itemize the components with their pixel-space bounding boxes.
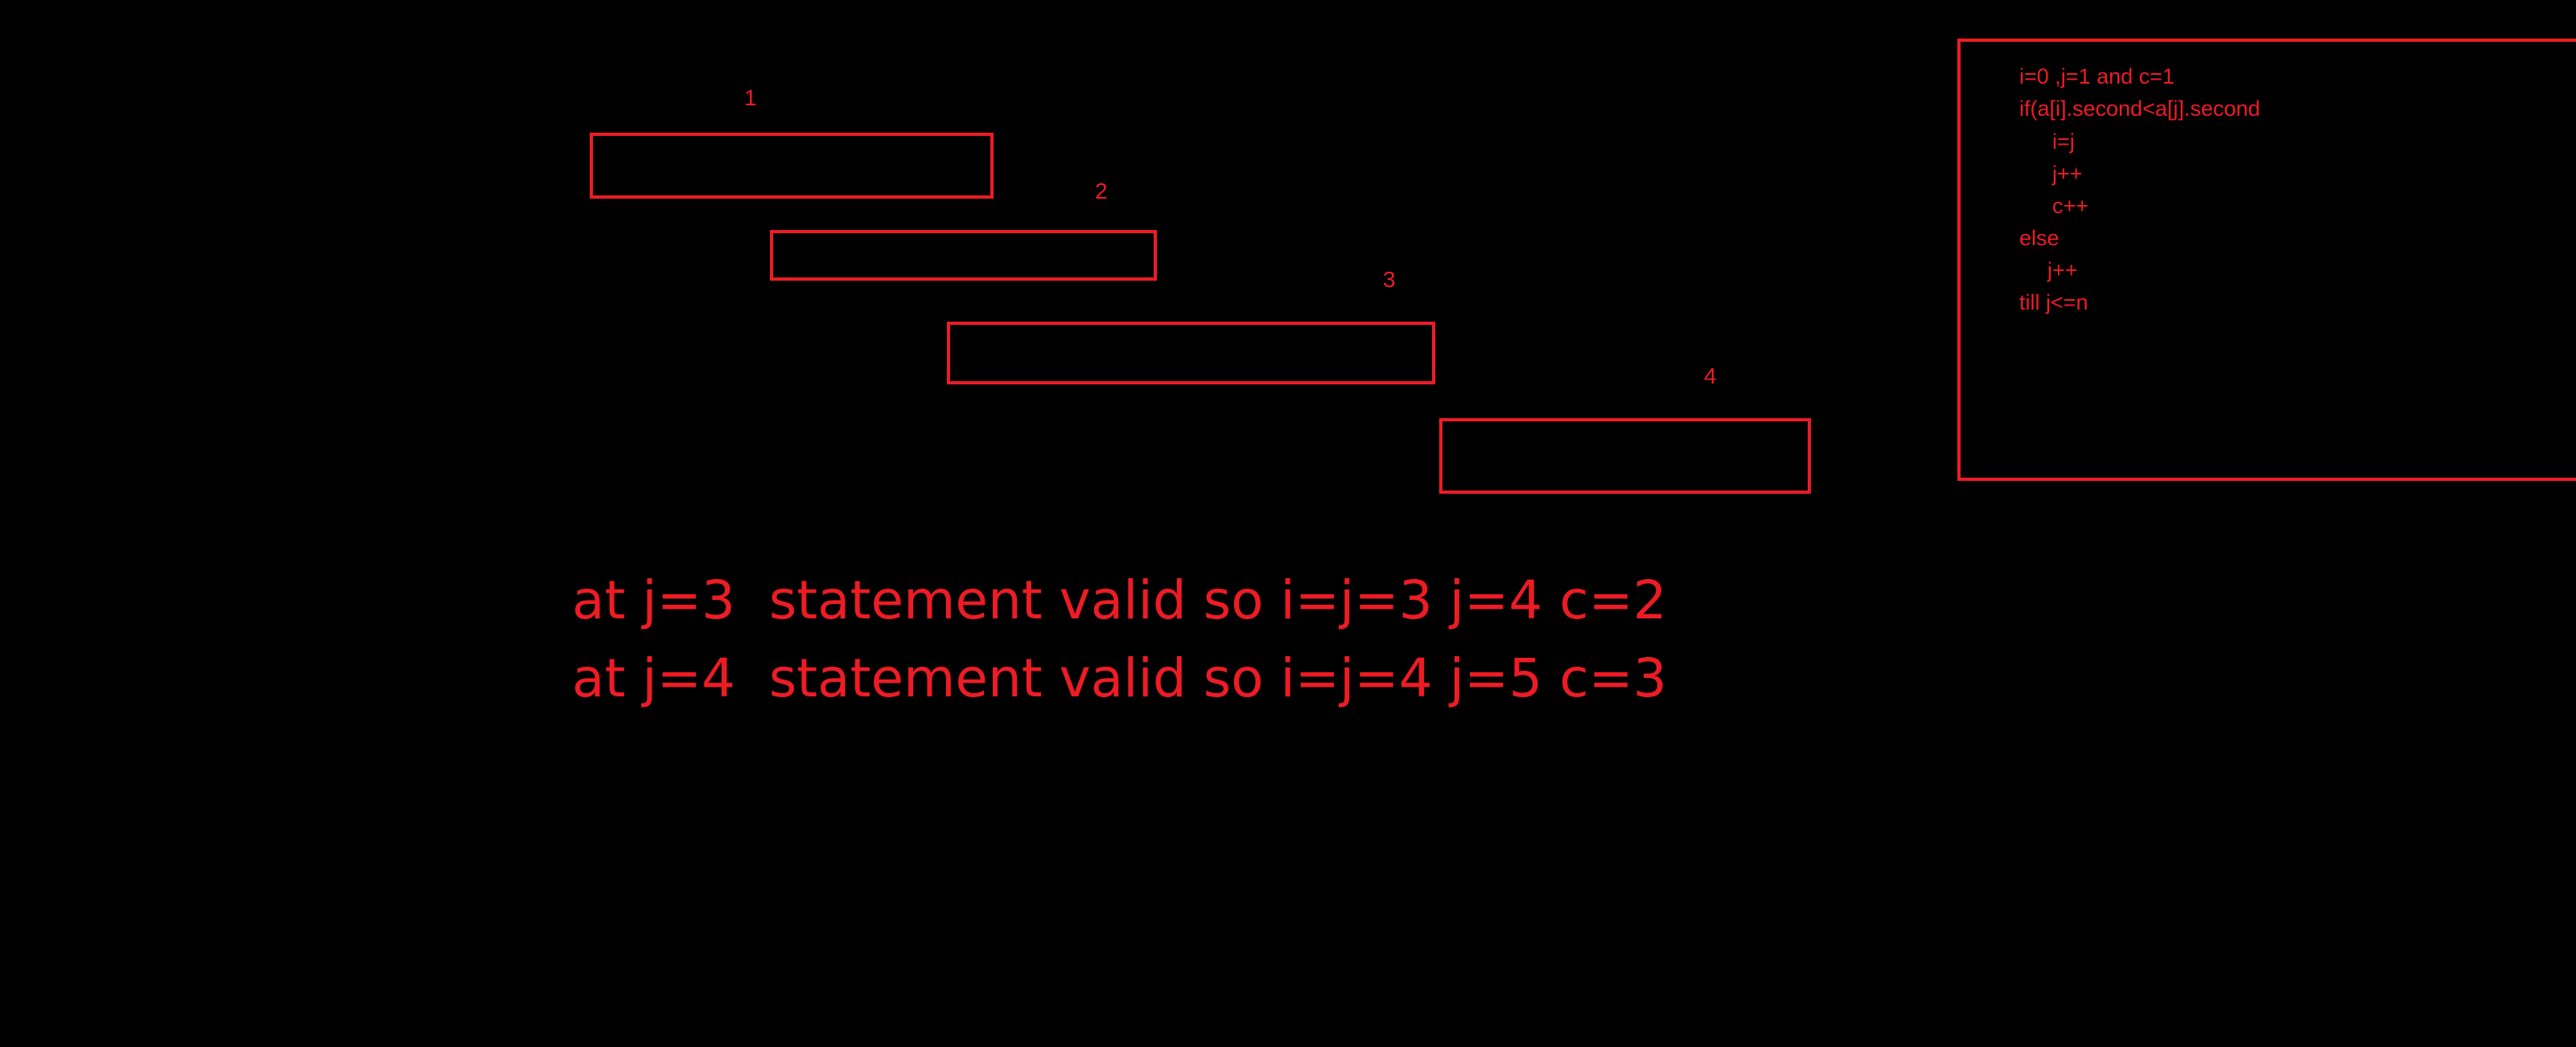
code-line: else [2019, 226, 2060, 250]
code-panel [1957, 39, 2576, 481]
code-line: i=0 ,j=1 and c=1 [2019, 64, 2175, 88]
explanation-line-2: at j=4 statement valid so i=j=4 j=5 c=3 [572, 647, 1667, 709]
code-line: i=j [2052, 129, 2075, 154]
code-line: till j<=n [2019, 290, 2088, 314]
interval-label-3: 3 [1383, 267, 1396, 292]
interval-box-3 [947, 322, 1435, 384]
interval-label-2: 2 [1095, 179, 1108, 203]
interval-label-4: 4 [1704, 363, 1717, 388]
explanation-line-1: at j=3 statement valid so i=j=3 j=4 c=2 [572, 569, 1667, 631]
interval-label-1: 1 [744, 85, 757, 110]
interval-box-2 [770, 230, 1157, 281]
interval-box-4 [1439, 418, 1811, 494]
code-line: j++ [2047, 258, 2078, 282]
code-line: j++ [2052, 162, 2083, 186]
code-line: c++ [2052, 194, 2089, 218]
code-line: if(a[i].second<a[j].second [2019, 96, 2261, 121]
interval-box-1 [590, 133, 994, 199]
